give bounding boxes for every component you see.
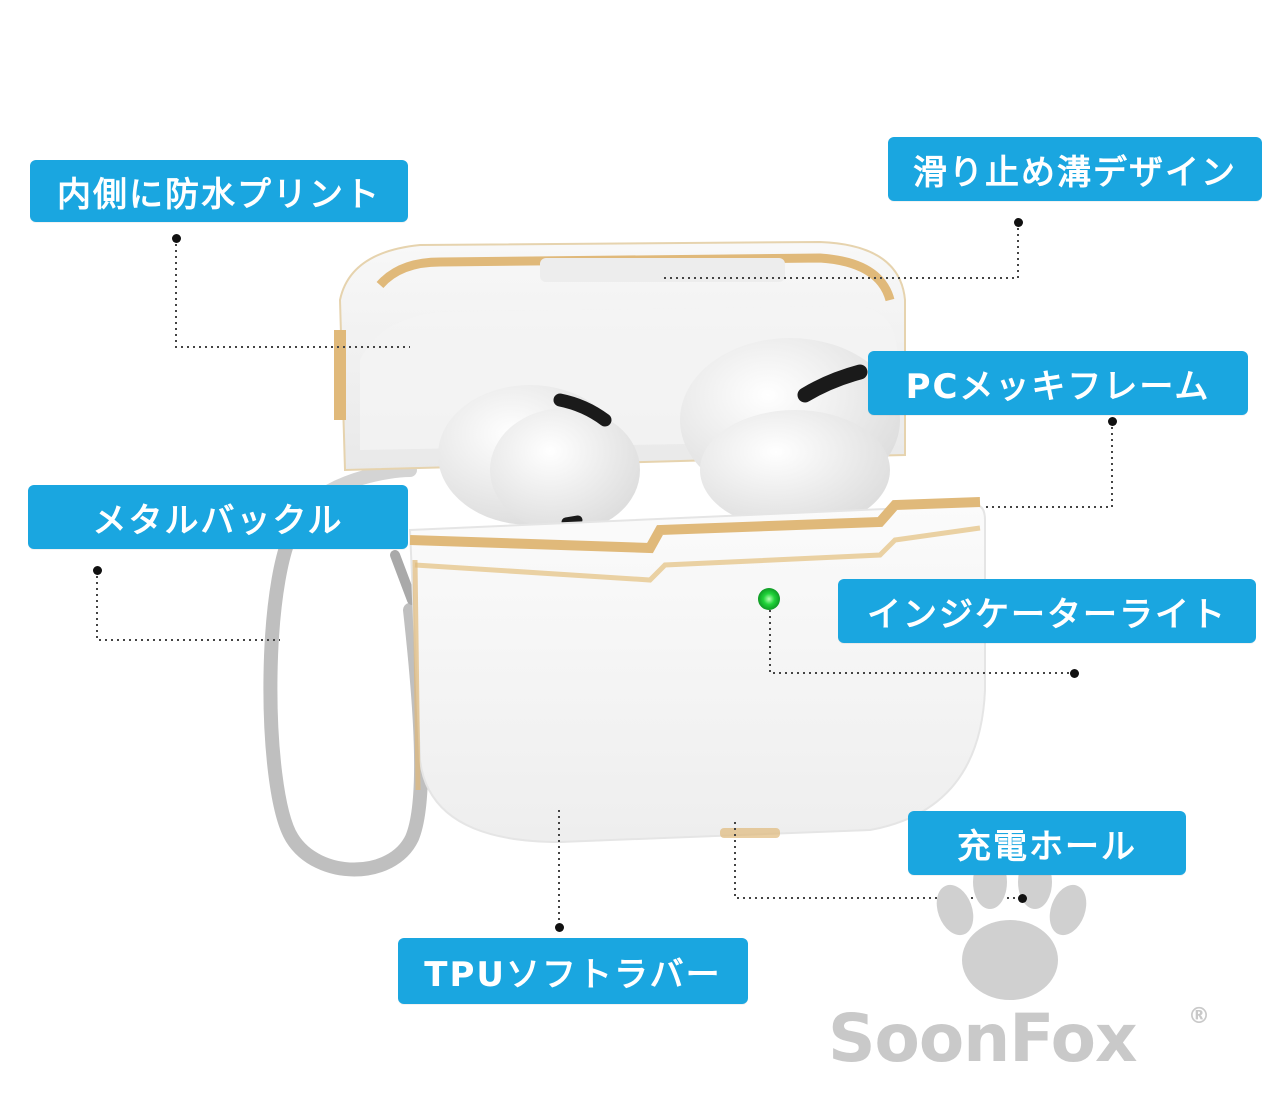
label-charge-hole: 充電ホール: [908, 811, 1186, 875]
label-indicator: インジケーターライト: [838, 579, 1256, 643]
leader-dot-anti-slip: [1014, 218, 1023, 227]
indicator-led: [758, 588, 780, 610]
leader-dot-tpu: [555, 923, 564, 932]
label-metal-buckle: メタルバックル: [28, 485, 408, 549]
label-tpu: TPUソフトラバー: [398, 938, 748, 1004]
leader-dot-charge-hole: [1018, 894, 1027, 903]
leader-dot-inner-print: [172, 234, 181, 243]
case-body: [408, 497, 986, 844]
leader-dot-pc-frame: [1108, 417, 1117, 426]
airpods: [438, 338, 900, 532]
label-anti-slip: 滑り止め溝デザイン: [888, 137, 1262, 201]
leader-dot-metal-buckle: [93, 566, 102, 575]
registered-mark: ®: [1188, 1004, 1210, 1029]
leader-lines: [96, 222, 1113, 927]
paw-icon: [936, 855, 1087, 1000]
label-inner-print: 内側に防水プリント: [30, 160, 408, 222]
brand-watermark: SoonFox: [828, 1000, 1138, 1077]
leader-dot-indicator: [1070, 669, 1079, 678]
label-pc-frame: PCメッキフレーム: [868, 351, 1248, 415]
